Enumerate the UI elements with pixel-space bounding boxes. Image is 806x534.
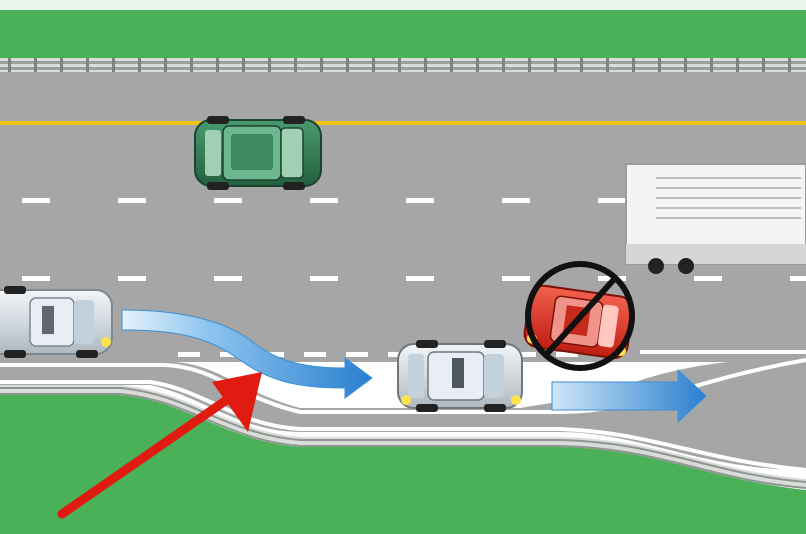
guardrail-post bbox=[8, 58, 11, 72]
lane-dash bbox=[214, 198, 242, 203]
lane-dash bbox=[22, 276, 50, 281]
guardrail-post bbox=[762, 58, 765, 72]
guardrail-post bbox=[372, 58, 375, 72]
lane-dash bbox=[502, 276, 530, 281]
lane-dash bbox=[310, 276, 338, 281]
lane-dash bbox=[118, 198, 146, 203]
green-car bbox=[195, 116, 321, 190]
guardrail-post bbox=[684, 58, 687, 72]
guardrail-post bbox=[242, 58, 245, 72]
guardrail-post bbox=[632, 58, 635, 72]
lane-dash bbox=[502, 198, 530, 203]
guardrail-post bbox=[528, 58, 531, 72]
guardrail-post bbox=[606, 58, 609, 72]
guardrail-post bbox=[294, 58, 297, 72]
guardrail-post bbox=[60, 58, 63, 72]
guardrail-post bbox=[476, 58, 479, 72]
guardrail-post bbox=[788, 58, 791, 72]
guardrail-post bbox=[346, 58, 349, 72]
guardrail-post bbox=[450, 58, 453, 72]
guardrail-post bbox=[580, 58, 583, 72]
lane-dash bbox=[310, 198, 338, 203]
lane-dash bbox=[406, 198, 434, 203]
lane-dash bbox=[118, 276, 146, 281]
guardrail-post bbox=[164, 58, 167, 72]
guardrail-post bbox=[268, 58, 271, 72]
guardrail-post bbox=[658, 58, 661, 72]
truck bbox=[626, 164, 806, 274]
lane-dash bbox=[304, 352, 326, 357]
merging-car bbox=[398, 340, 522, 412]
guardrail-post bbox=[502, 58, 505, 72]
guardrail-post bbox=[710, 58, 713, 72]
guardrail-post bbox=[216, 58, 219, 72]
guardrail-post bbox=[424, 58, 427, 72]
guardrail-post bbox=[190, 58, 193, 72]
guardrail-post bbox=[736, 58, 739, 72]
lane-dash bbox=[22, 198, 50, 203]
lane-dash bbox=[790, 276, 806, 281]
lane-dash bbox=[694, 276, 722, 281]
lane-dash bbox=[598, 198, 626, 203]
lane-dash bbox=[178, 352, 200, 357]
top-guardrail bbox=[0, 58, 806, 72]
center-line bbox=[0, 121, 806, 125]
white-car bbox=[0, 286, 112, 358]
lane-dash bbox=[346, 352, 368, 357]
guardrail-post bbox=[398, 58, 401, 72]
guardrail-post bbox=[554, 58, 557, 72]
lane-dash bbox=[214, 276, 242, 281]
guardrail-post bbox=[34, 58, 37, 72]
lane-dash bbox=[406, 276, 434, 281]
guardrail-post bbox=[86, 58, 89, 72]
guardrail-post bbox=[112, 58, 115, 72]
guardrail-post bbox=[320, 58, 323, 72]
guardrail-post bbox=[138, 58, 141, 72]
